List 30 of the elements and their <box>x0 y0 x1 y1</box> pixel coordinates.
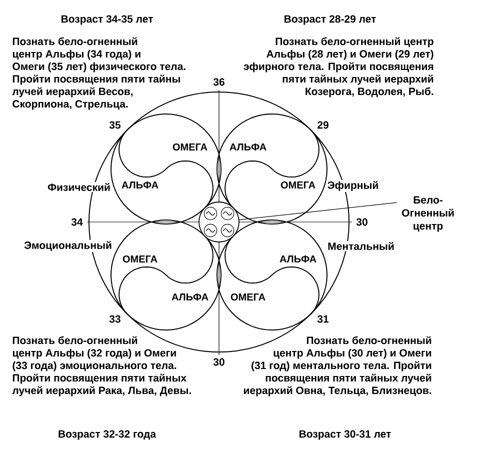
description-text: Познать бело-огненный центр Альфы (32 года) и Омеги (33 года) эмоционального тела. Пройти посвящения пяти тайных лучей иерархий Рака, Льва, Девы. <box>12 336 191 396</box>
leader-line <box>239 202 398 220</box>
callout-text: Бело-Огненный центр <box>402 196 454 232</box>
description-text: Познать бело-огненный центр Альфы (28 лет) и Омеги (29 лет) эфирного тела. Пройти посвящения пяти тайных лучей иерархий Козерога, Водолея, Рыб. <box>244 37 434 98</box>
age-heading: Возраст 28-29 лет <box>284 15 376 25</box>
age-heading: Возраст 30-31 лет <box>300 430 391 440</box>
body-label: Эмоциональный <box>23 240 113 252</box>
body-label: Физический <box>46 182 112 192</box>
region-label: АЛЬФА <box>280 256 316 262</box>
age-number: 31 <box>317 315 329 323</box>
description-text: Познать бело-огненный центр Альфы (34 года) и Омеги (35 лет) физического тела. Пройти посвящения пяти тайны лучей иерархий Весов, Скорпиона, Стрельца. <box>12 37 186 110</box>
age-number: 29 <box>318 121 328 129</box>
age-number: 35 <box>109 121 121 129</box>
age-number: 30 <box>213 358 224 366</box>
description-text: Познать бело-огненный центр Альфы (30 лет) и Омеги (31 год) ментального тела. Пройти посвящения пяти тайных лучей иерархий Овна, Тельца, Близнецов. <box>244 336 432 396</box>
age-heading: Возраст 34-35 лет <box>62 15 153 25</box>
region-label: ОМЕГА <box>172 143 208 151</box>
region-label: АЛЬФА <box>172 294 208 300</box>
region-label: ОМЕГА <box>230 293 266 301</box>
age-number: 33 <box>109 315 120 323</box>
region-label: АЛЬФА <box>122 182 158 188</box>
region-label: АЛЬФА <box>230 144 266 150</box>
age-number: 34 <box>71 218 83 226</box>
body-label: Ментальный <box>326 241 396 251</box>
region-label: ОМЕГА <box>122 255 158 263</box>
body-label: Эфирный <box>326 180 380 192</box>
age-number: 36 <box>213 78 224 86</box>
region-label: ОМЕГА <box>280 181 316 189</box>
age-heading: Возраст 32-32 года <box>58 430 156 440</box>
age-number: 30 <box>356 218 368 226</box>
